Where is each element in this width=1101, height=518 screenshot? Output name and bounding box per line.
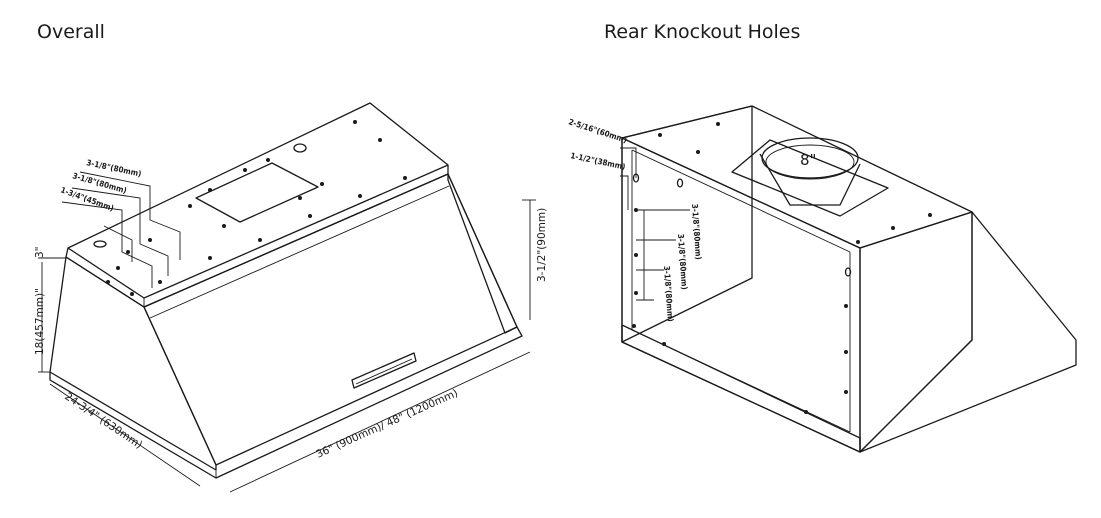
rear-dim-leader-side [620,175,629,210]
hood-top-panel [67,102,449,299]
rear-end-panel [621,137,861,453]
rear-inner-rim-top [631,149,851,253]
top-round-hole [293,143,307,153]
top-left-slot [93,240,107,248]
screw-dots [106,120,407,296]
duct-opening-inner [765,144,855,180]
duct-opening [761,137,859,179]
callout-label-1: 3-1/8"(80mm) [86,158,143,178]
callout-leader-3 [61,201,153,288]
rear-offset-side-label: 1-1/2"(38mm) [570,151,627,171]
callout-leader-2 [71,187,169,276]
width-dim-line [229,351,531,493]
knockout-holes [632,122,932,414]
callout-leader-1 [79,171,181,260]
rear-front-face [859,211,1077,453]
rear-inner-rim-bottom [631,329,851,433]
rear-back-face [621,105,753,343]
rear-dim-leader-top [620,147,637,178]
small-edge-label: 3" [34,246,46,258]
rear-spacing-label-1: 3-1/8"(80mm) [690,204,703,260]
duct-cone [759,153,861,206]
rear-spacing-label-3: 3-1/8"(80mm) [662,266,675,322]
rear-spacing-label-2: 3-1/8"(80mm) [676,234,689,290]
top-duct-cutout [195,162,319,223]
rear-hood-drawing [620,105,1077,453]
hood-bevel-line [149,185,450,319]
top-offset-label: 3-1/2"(90mm) [536,208,548,282]
overall-heading: Overall [37,21,105,43]
control-panel [351,352,417,389]
depth-dim-line [49,383,201,487]
callout-leader-4 [103,225,133,262]
overall-hood-drawing [38,102,536,493]
height-dim-label: 18(457mm)" [34,288,46,355]
rear-knockout-heading: Rear Knockout Holes [604,21,801,43]
hood-bottom-lip [49,326,523,479]
control-panel-inner [355,358,413,385]
rear-bottom-edge [621,324,861,453]
duct-base-flange [731,139,889,217]
rear-offset-top-label: 2-5/16"(60mm) [567,117,628,144]
hood-front-face [143,173,518,466]
rear-side-face [859,211,973,453]
duct-size-label: 8" [800,151,816,169]
